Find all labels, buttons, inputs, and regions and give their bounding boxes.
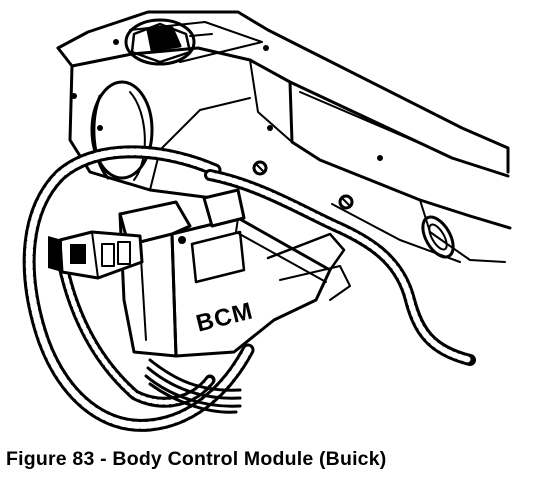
vent-opening bbox=[124, 18, 196, 66]
oval-cutout bbox=[421, 215, 455, 259]
harness-connector bbox=[48, 230, 144, 280]
figure-caption: Figure 83 - Body Control Module (Buick) bbox=[6, 448, 387, 470]
bcm-illustration bbox=[22, 10, 512, 432]
wiring-harness bbox=[22, 145, 476, 432]
duct-outlet bbox=[90, 80, 154, 181]
dash-support-frame bbox=[56, 10, 512, 263]
body-control-module bbox=[118, 160, 354, 358]
